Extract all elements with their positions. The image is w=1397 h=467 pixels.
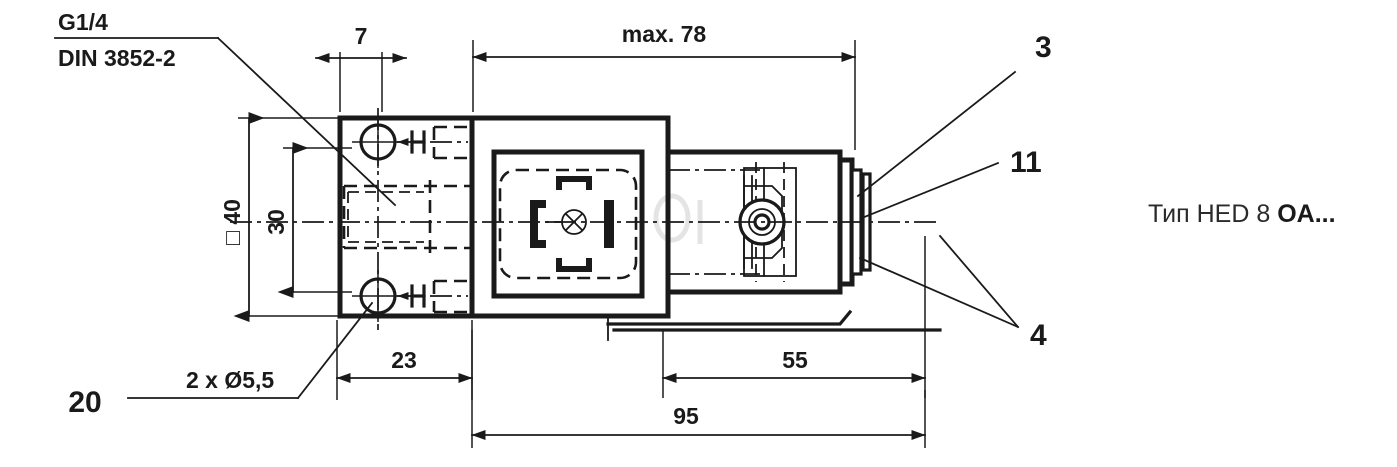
dim-30-value: 30	[263, 209, 289, 235]
type-designation-label: Тип HED 8 OA...	[1148, 200, 1336, 228]
square-symbol: □	[219, 231, 245, 245]
port-lower	[397, 279, 472, 314]
note-thread-line2: DIN 3852-2	[58, 45, 176, 71]
mounting-block	[337, 108, 475, 330]
callout-20-number: 20	[68, 386, 101, 419]
dim-sq40-value: □ 40	[219, 199, 245, 245]
dim-7-value: 7	[355, 23, 368, 49]
dim-max78-value: max. 78	[622, 21, 707, 47]
dim-95: 95	[471, 330, 926, 448]
callout-11: 11	[860, 146, 1042, 220]
dim-23: 23	[336, 320, 473, 400]
callout-3: 3	[856, 31, 1052, 198]
note-holes: 2 x Ø5,5 20	[68, 301, 374, 419]
dim-30: 30	[263, 142, 352, 298]
callout-4-number: 4	[1030, 319, 1047, 352]
note-thread: G1/4 DIN 3852-2	[54, 9, 397, 207]
type-label-prefix: Тип HED 8	[1148, 200, 1277, 228]
type-label-suffix: ...	[1315, 200, 1336, 228]
dim-sq40: □ 40	[219, 112, 348, 322]
lower-tail-skirt	[605, 301, 942, 341]
svg-text:Тип HED 8 OA...: Тип HED 8 OA...	[1148, 200, 1336, 228]
dim-23-value: 23	[391, 347, 417, 373]
callout-11-number: 11	[1010, 146, 1042, 179]
callout-4: 4	[858, 234, 1047, 352]
dim-7: 7	[315, 23, 407, 112]
type-label-bold: OA	[1277, 200, 1315, 228]
dim-max78: max. 78	[472, 21, 856, 150]
dim-55-value: 55	[782, 347, 808, 373]
watermark	[653, 193, 703, 244]
port-upper	[397, 125, 472, 160]
callout-3-number: 3	[1035, 31, 1052, 64]
dim-95-value: 95	[673, 403, 699, 429]
solenoid-connector-body	[469, 115, 671, 319]
note-thread-line1: G1/4	[58, 9, 108, 35]
note-holes-label: 2 x Ø5,5	[186, 367, 274, 393]
dim-55: 55	[662, 236, 926, 398]
